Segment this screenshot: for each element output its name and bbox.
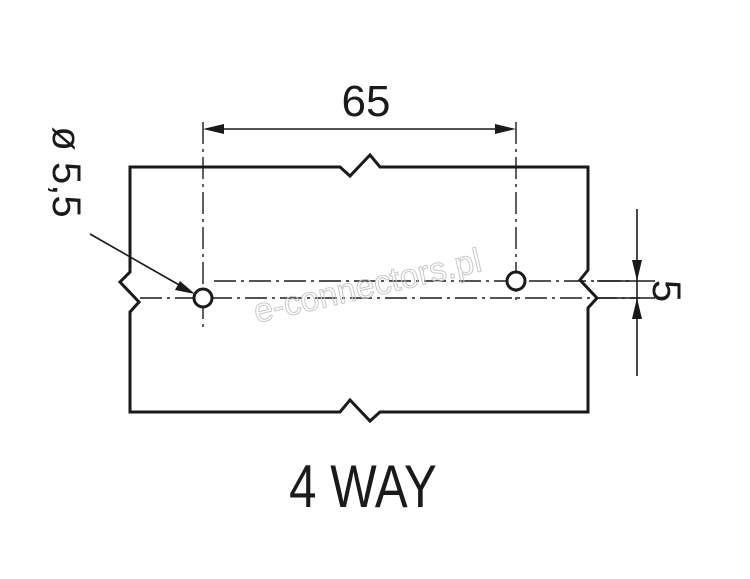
arrowhead-right (495, 124, 516, 134)
offset-arrow-top (632, 260, 642, 281)
hole-left (192, 287, 214, 309)
panel-outline (117, 152, 600, 424)
dimension-label-65: 65 (342, 77, 391, 126)
arrowhead-left (203, 124, 224, 134)
diameter-leader (89, 233, 189, 291)
watermark: e-connectors.pl (250, 242, 485, 331)
dimension-label-5: 5 (644, 280, 688, 302)
diameter-leader-arrow (175, 281, 195, 294)
diameter-label: ø 5,5 (44, 126, 88, 217)
drawing-title: 4 WAY (289, 452, 437, 520)
offset-arrow-bottom (632, 298, 642, 319)
hole-right (505, 270, 527, 292)
